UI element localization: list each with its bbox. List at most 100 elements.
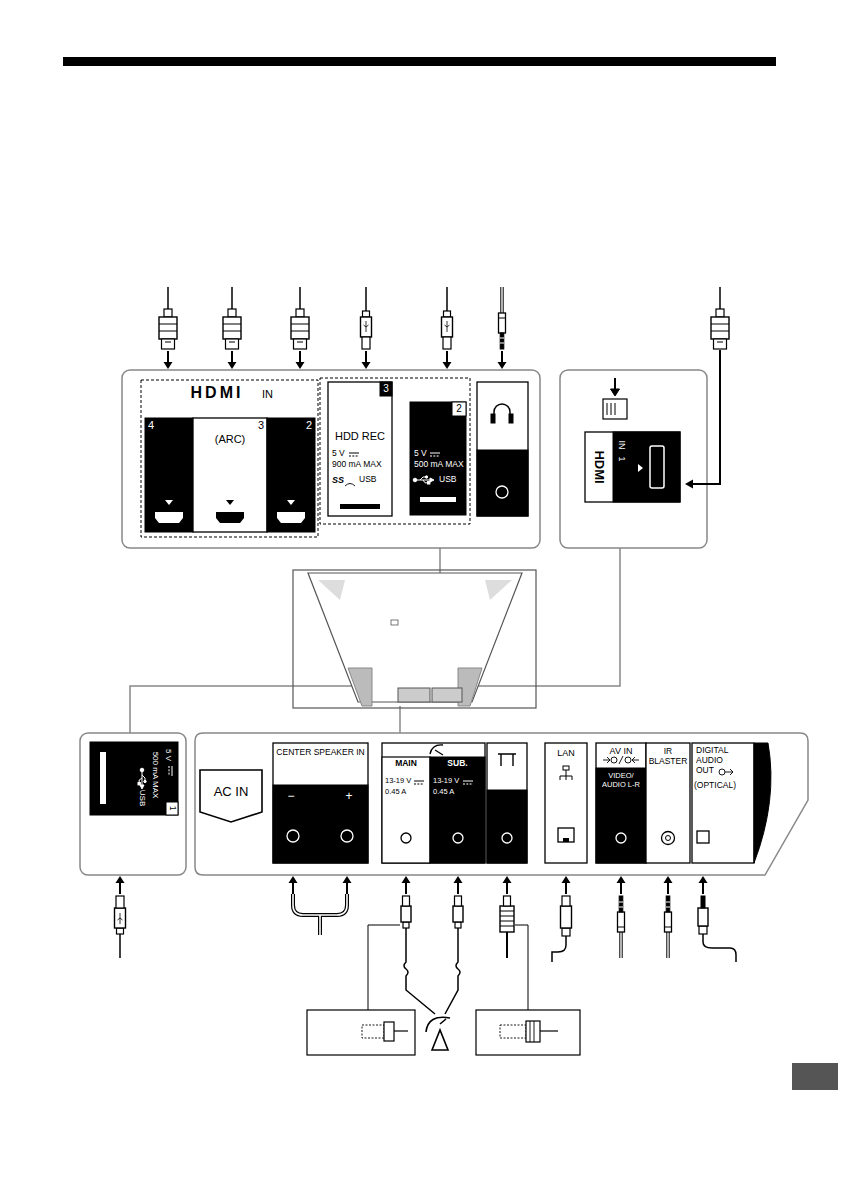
port-label: − (281, 790, 301, 804)
port-label: AV IN (596, 746, 646, 756)
side-panel-outlines (122, 370, 540, 548)
top-cables (159, 287, 177, 349)
header-rule (63, 57, 776, 66)
top-cables (164, 351, 173, 369)
bottom-terminals (435, 750, 443, 755)
top-cables (443, 351, 452, 369)
usb-ports (380, 382, 392, 396)
leader-lines (399, 706, 401, 733)
top-cables (499, 287, 506, 349)
bottom-terminals (719, 769, 725, 775)
bottom-cables (503, 876, 512, 894)
port-label: SS (332, 475, 348, 485)
bottom-terminals (616, 833, 626, 843)
port-label: VIDEO/ AUDIO L-R (596, 772, 646, 789)
tv-rear (348, 668, 372, 706)
bottom-terminals (382, 743, 485, 863)
satellite-input: MAIN13-19 V0.45 A (382, 757, 430, 863)
bottom-terminals (487, 790, 527, 863)
port-label: + (339, 790, 359, 804)
bottom-cables (618, 896, 625, 958)
bottom-cables (552, 936, 566, 962)
port-label: HDMI (175, 384, 259, 402)
tv-rear (391, 620, 398, 625)
tv-rear (293, 570, 536, 708)
bottom-terminals (563, 838, 569, 842)
top-cables (442, 287, 453, 349)
leader-lines (130, 548, 620, 733)
bottom-terminals (666, 836, 671, 841)
tv-rear (432, 688, 462, 702)
connector-insets (500, 1025, 526, 1038)
hdmi-1-port (650, 446, 664, 488)
bottom-terminals (200, 743, 771, 863)
connector-insets (515, 925, 528, 1010)
bottom-cables (115, 896, 126, 958)
connector-insets (368, 925, 400, 1010)
tv-rear (398, 688, 430, 702)
bottom-terminals (414, 781, 424, 784)
headphone-jack (496, 486, 508, 498)
bottom-terminals (341, 830, 353, 842)
lan-port: LAN (545, 743, 587, 863)
hdmi-port: 2 (267, 418, 315, 532)
usb-ports (452, 402, 466, 416)
hdmi-port-group: HDMIIN43(ARC)2 (141, 380, 318, 537)
bottom-cables (115, 876, 737, 1050)
port-label: 5 V (163, 749, 172, 761)
top-cables (685, 480, 693, 489)
usb-ports (320, 378, 470, 524)
port-label: 3 (250, 419, 264, 432)
port-label: 2 (452, 403, 466, 415)
port-label: 500 mA MAX (414, 460, 466, 470)
tv-rear (308, 573, 522, 702)
top-cables (692, 350, 720, 484)
port-label: HDMI (592, 450, 607, 483)
connector-insets (476, 1010, 580, 1055)
port-label: 0.45 A (385, 788, 429, 797)
bottom-terminals (619, 756, 623, 764)
port-label: 2 (298, 419, 312, 432)
bottom-cables (617, 876, 626, 894)
port-label: USB (137, 790, 146, 806)
connector-insets (362, 1025, 384, 1038)
connector-insets (307, 925, 580, 1055)
hdmi-1-port (585, 378, 680, 502)
connector-insets (307, 1010, 415, 1055)
port-label: (OPTICAL) (694, 781, 752, 791)
usb-ports (420, 497, 456, 502)
bottom-terminals (754, 743, 771, 863)
usb-port: 3HDD REC5 V900 mA MAXSSUSB (328, 382, 392, 516)
top-cables (223, 287, 241, 349)
page-tab (792, 1063, 838, 1090)
port-label: 13-19 V (385, 777, 429, 786)
port-label: 4 (148, 419, 162, 432)
bottom-terminals (646, 743, 690, 863)
port-label: 500 mA MAX (150, 752, 159, 799)
usb-ports (340, 504, 380, 509)
headphone-jack (477, 450, 528, 516)
av-input: AV IN VIDEO/ AUDIO L-R (596, 743, 646, 863)
usb-ports (410, 402, 466, 515)
usb-1-port (90, 742, 178, 815)
bottom-cables (703, 934, 736, 962)
usb-ports (328, 382, 392, 516)
bottom-terminals (560, 770, 572, 780)
ir-blaster-jack: IR BLASTER (646, 743, 690, 863)
satellite-input: SUB.13-19 V0.45 A (430, 757, 485, 863)
bottom-terminals (596, 768, 646, 863)
port-label: USB (359, 475, 389, 485)
connector-insets (394, 1030, 408, 1031)
page-tab (792, 1063, 838, 1090)
connector-insets (540, 1030, 558, 1031)
hdmi-ports (155, 512, 183, 523)
usb-1-port (138, 768, 146, 789)
tv-rear (318, 580, 512, 600)
bottom-cables (562, 876, 571, 894)
port-label: CENTER SPEAKER IN (274, 748, 367, 758)
hdmi-ports (277, 512, 305, 523)
hdmi-ports (145, 418, 193, 532)
bottom-cables (453, 896, 463, 958)
optical-output: DIGITAL AUDIO OUT(OPTICAL) (692, 743, 754, 863)
hdmi-ports (287, 500, 295, 505)
